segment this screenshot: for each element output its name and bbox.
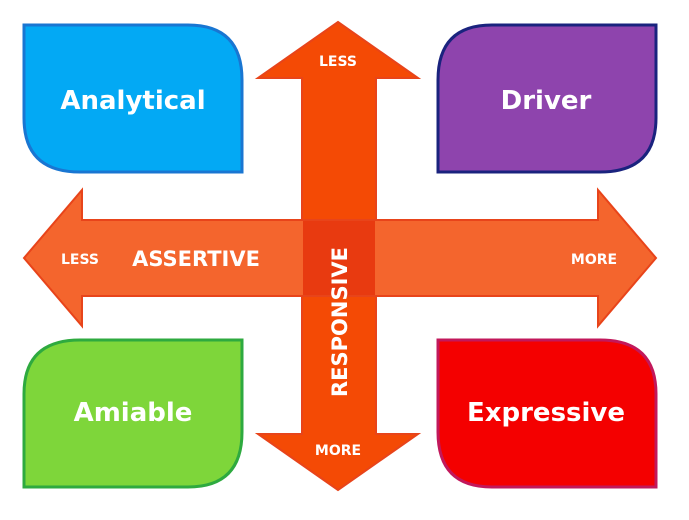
quadrant-expressive-label: Expressive (467, 398, 625, 428)
quadrant-amiable: Amiable (22, 338, 244, 489)
assertive-less-label: LESS (61, 252, 99, 268)
responsive-less-label: LESS (319, 54, 357, 70)
assertive-axis-label: ASSERTIVE (132, 247, 260, 271)
responsive-axis-label: RESPONSIVE (328, 247, 352, 397)
quadrant-expressive-shape (436, 338, 658, 489)
quadrant-driver-label: Driver (501, 86, 592, 116)
responsive-more-label: MORE (315, 443, 361, 459)
quadrant-amiable-shape (22, 338, 244, 489)
quadrant-analytical-label: Analytical (60, 86, 205, 116)
axis-intersection (303, 221, 375, 295)
quadrant-driver-shape (436, 23, 658, 174)
quadrant-driver: Driver (436, 23, 658, 174)
quadrant-analytical-shape (22, 23, 244, 174)
quadrant-analytical: Analytical (22, 23, 244, 174)
quadrant-expressive: Expressive (436, 338, 658, 489)
quadrant-amiable-label: Amiable (74, 398, 193, 428)
assertive-more-label: MORE (571, 252, 617, 268)
